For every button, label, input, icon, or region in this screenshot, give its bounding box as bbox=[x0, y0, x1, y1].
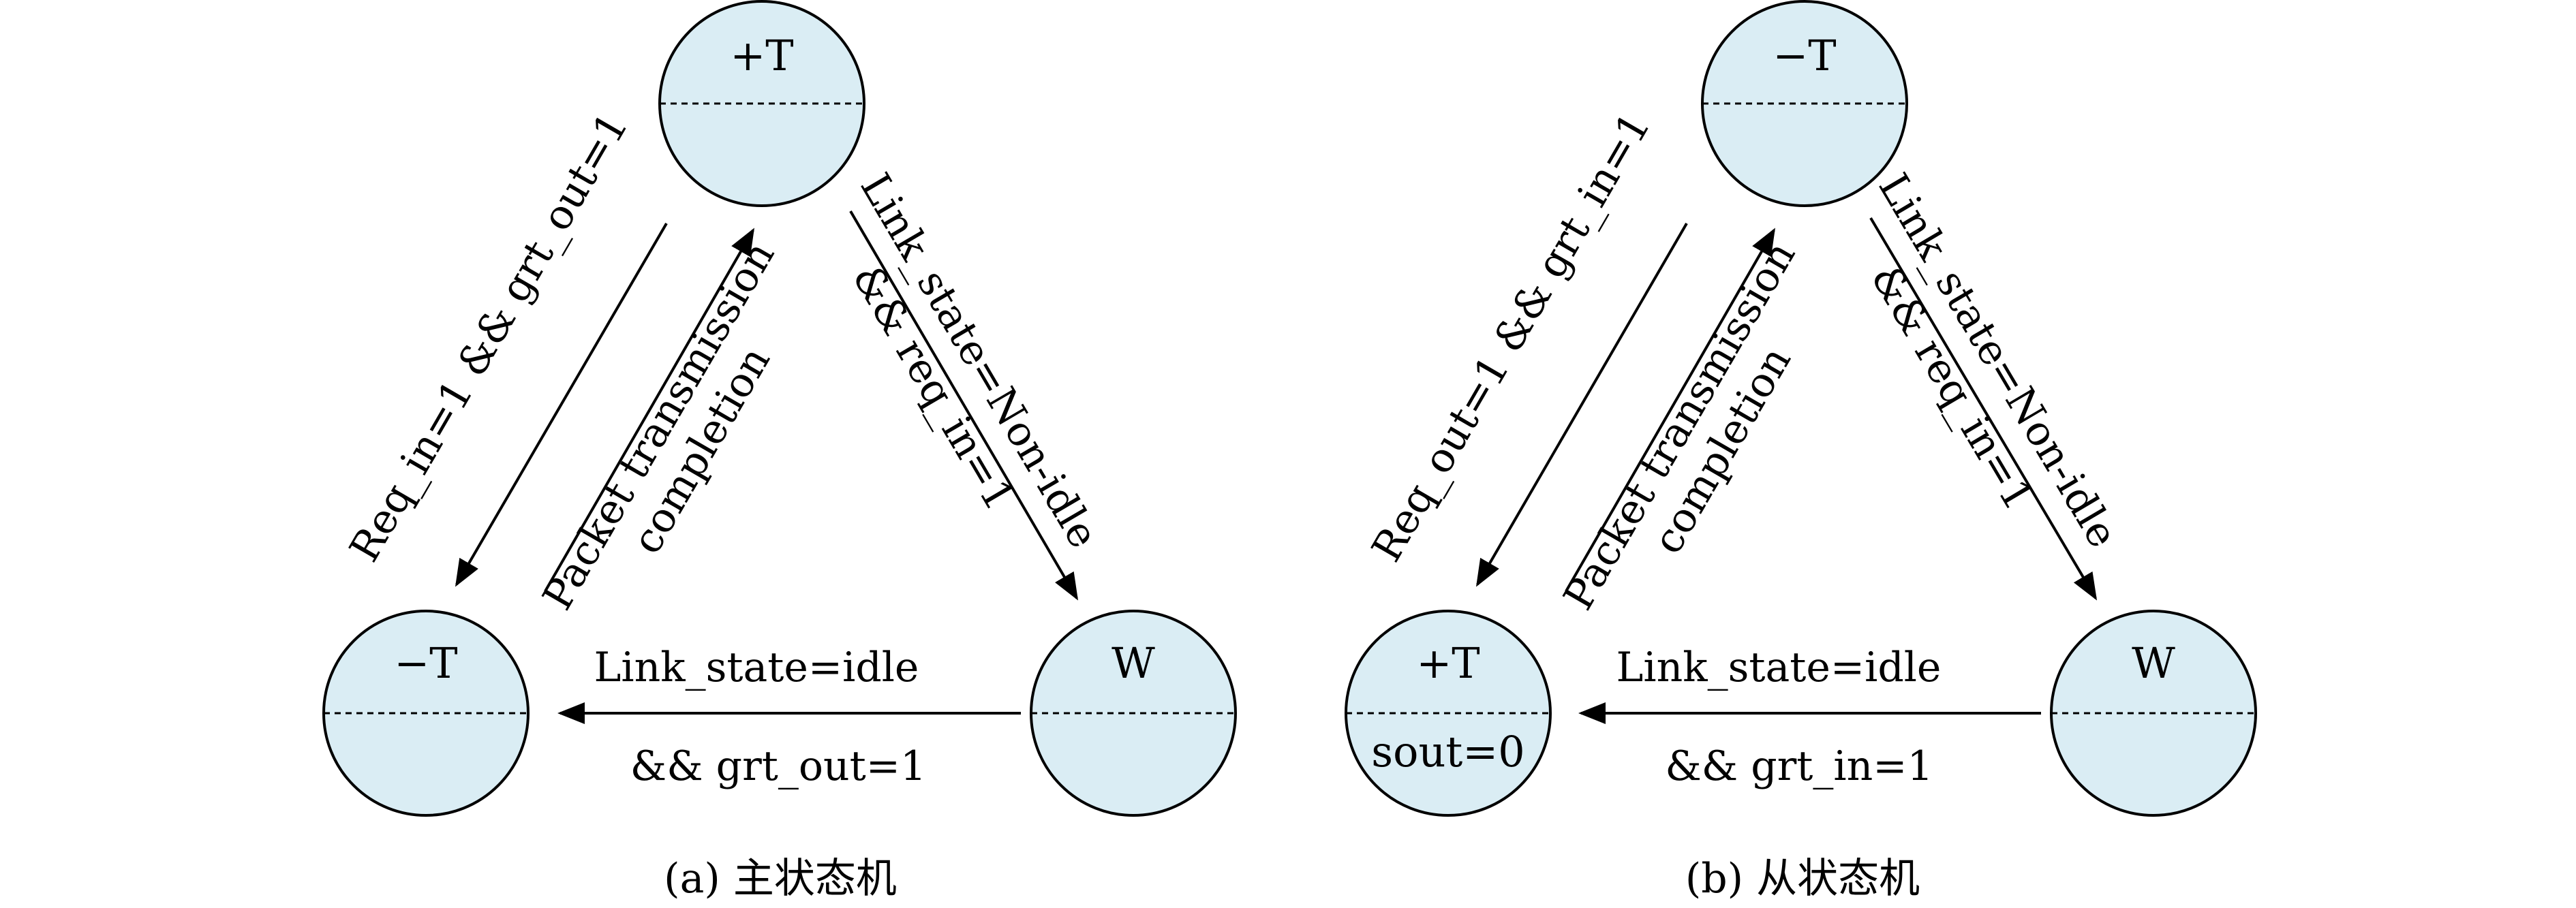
arrow-top-to-right bbox=[1869, 217, 2098, 601]
transition-label-left-to-top: Packet transmission completion bbox=[534, 234, 784, 618]
state-top-label: W bbox=[1111, 638, 1155, 688]
arrow-left-to-top bbox=[1565, 228, 1775, 592]
arrow-top-to-left bbox=[1475, 222, 1688, 587]
transition-label-line-1: Packet transmission bbox=[1554, 234, 1805, 618]
state-top-label: +T bbox=[1416, 638, 1479, 688]
transition-label-right-to-left-line-1: Link_state=idle bbox=[594, 644, 919, 691]
state-top-label: +T bbox=[730, 31, 793, 80]
diagram-caption: (b) 从状态机 bbox=[1685, 855, 1920, 903]
state-node-left: +T sout=0 bbox=[1345, 610, 1552, 817]
diagram-caption: (a) 主状态机 bbox=[664, 855, 897, 903]
transition-label-left-to-top: Packet transmission completion bbox=[1554, 234, 1805, 618]
transition-label-top-to-right: Link_state=Non-idle && req_in=1 bbox=[1861, 166, 2126, 556]
state-node-left: −T bbox=[322, 610, 530, 817]
diagram-slave-state-machine: −T +T sout=0 W Req_out=1 && grt_in=1 Pac… bbox=[1345, 0, 2257, 903]
state-top-label: W bbox=[2132, 638, 2175, 688]
state-node-top: +T bbox=[658, 0, 865, 207]
transition-label-right-to-left-line-2: && grt_in=1 bbox=[1665, 742, 1933, 790]
arrow-top-to-left bbox=[455, 222, 668, 587]
arrow-top-to-right bbox=[849, 210, 1079, 601]
transition-label-top-to-right: Link_state=Non-idle && req_in=1 bbox=[843, 166, 1107, 557]
transition-label-right-to-left-line-2: && grt_out=1 bbox=[630, 742, 926, 790]
state-top-label: −T bbox=[1773, 31, 1836, 80]
transition-label-line-1: Packet transmission bbox=[534, 234, 784, 618]
state-node-right: W bbox=[1030, 610, 1237, 817]
state-node-top: −T bbox=[1701, 0, 1908, 207]
state-top-label: −T bbox=[394, 638, 457, 688]
state-bottom-label: sout=0 bbox=[1371, 727, 1524, 777]
diagram-master-state-machine: +T −T W Req_in=1 && grt_out=1 Packet tra… bbox=[322, 0, 1237, 903]
state-node-right: W bbox=[2050, 610, 2257, 817]
transition-label-right-to-left-line-1: Link_state=idle bbox=[1616, 644, 1942, 691]
arrow-left-to-top bbox=[544, 228, 754, 592]
